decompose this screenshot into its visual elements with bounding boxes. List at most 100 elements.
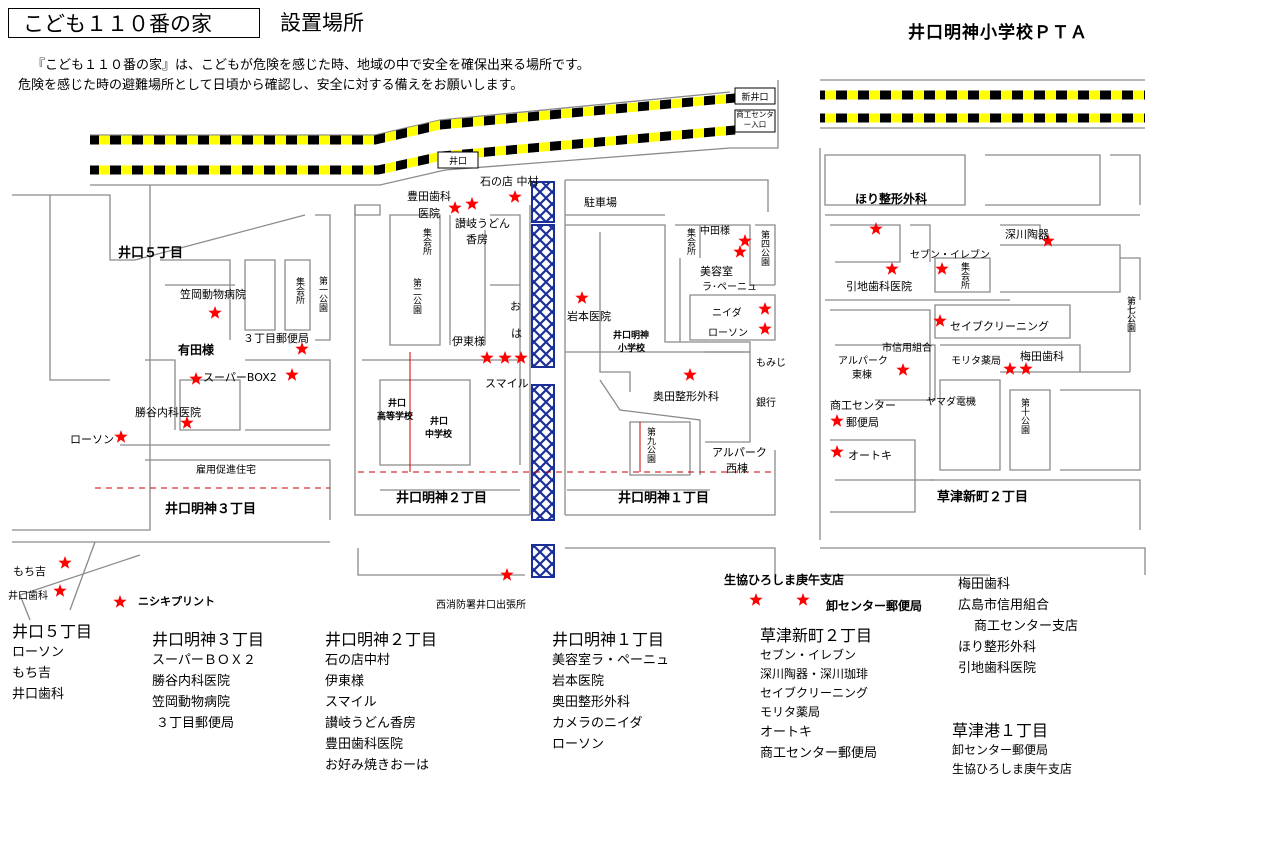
refuge-star-icon xyxy=(285,368,299,381)
label-park-9: 第九公園 xyxy=(645,427,655,463)
label-nishiki: ニシキプリント xyxy=(138,595,215,608)
list-item: 生協ひろしま庚午支店 xyxy=(952,762,1073,776)
list-item: 伊東様 xyxy=(325,674,365,689)
label-hs: 井口 xyxy=(388,399,407,409)
refuge-star-icon xyxy=(1019,362,1033,375)
label-ginko: 銀行 xyxy=(756,398,776,409)
label-park-2: 第二公園 xyxy=(411,278,421,314)
list-title: 草津港１丁目 xyxy=(952,721,1049,740)
label-lawson-1: ローソン xyxy=(708,328,748,339)
label-ishinomise: 石の店 中村 xyxy=(480,175,539,188)
page-title: こども１１０番の家 xyxy=(8,8,260,38)
station-inokuchi: 井口 xyxy=(449,155,467,167)
label-fukagawa: 深川陶器 xyxy=(1005,228,1049,241)
list-item: 笠岡動物病院 xyxy=(152,695,231,710)
list-item: 広島市信用組合 xyxy=(958,598,1050,613)
label-iwamoto: 岩本医院 xyxy=(567,310,611,323)
label-parking: 駐車場 xyxy=(584,196,617,209)
label-shogakko: 小学校 xyxy=(618,344,646,354)
refuge-star-icon xyxy=(53,584,67,597)
list-extra: 梅田歯科 広島市信用組合 商工センター支店 ほり整形外科 引地歯科医院 xyxy=(958,574,1078,679)
refuge-star-icon xyxy=(58,556,72,569)
list-item: カメラのニイダ xyxy=(552,716,643,731)
list-item: 石の店中村 xyxy=(325,653,391,668)
list-item: 深川陶器・深川珈琲 xyxy=(760,667,869,681)
label-lawson-2: ローソン xyxy=(70,433,114,446)
label-kasaoka: 笠岡動物病院 xyxy=(180,288,246,301)
list-item: 奥田整形外科 xyxy=(552,695,631,710)
refuge-star-icon xyxy=(830,414,844,427)
list-item: お好み焼きおーは xyxy=(325,758,430,773)
label-moritapharm: モリタ薬局 xyxy=(951,356,1001,367)
district-label-myojin3: 井口明神３丁目 xyxy=(165,502,257,517)
refuge-star-icon xyxy=(830,445,844,458)
refuge-star-icon xyxy=(683,368,697,381)
label-park-7: 第七公園 xyxy=(1125,296,1135,332)
refuge-star-icon xyxy=(733,245,747,258)
list-kusatsu2: 草津新町２丁目 セブン・イレブン 深川陶器・深川珈琲 セイブクリーニング モリタ… xyxy=(760,622,877,764)
label-kobo: 香房 xyxy=(466,233,488,246)
list-item: スーパーＢＯＸ２ xyxy=(152,653,256,668)
label-yubinkyoku: 郵便局 xyxy=(846,416,879,429)
refuge-star-icon xyxy=(448,201,462,214)
refuge-star-icon xyxy=(189,372,203,385)
refuge-star-icon xyxy=(749,593,763,606)
refuge-star-icon xyxy=(738,234,752,247)
list-item: ローソン xyxy=(12,645,65,660)
label-shoko-post: 商工センター xyxy=(830,399,896,412)
label-shinyo: 市信用組合 xyxy=(882,343,932,354)
label-katsuya: 勝谷内科医院 xyxy=(135,406,201,419)
label-hikiji: 引地歯科医院 xyxy=(846,280,912,293)
refuge-star-icon xyxy=(114,430,128,443)
label-oroshi-post: 卸センター郵便局 xyxy=(826,599,923,613)
label-jhs: 井口 xyxy=(430,417,449,427)
label-biyoushitsu: 美容室 xyxy=(700,265,733,278)
label-iin: 医院 xyxy=(418,207,440,220)
list-myojin3: 井口明神３丁目 スーパーＢＯＸ２ 勝谷内科医院 笠岡動物病院 ３丁目郵便局 xyxy=(152,626,264,734)
label-nishida: ニイダ xyxy=(712,308,742,319)
list-item: 井口歯科 xyxy=(12,687,65,702)
refuge-star-icon xyxy=(465,197,479,210)
railway-line xyxy=(90,90,1145,175)
expressway xyxy=(531,181,555,578)
label-oha-2: は xyxy=(511,327,522,340)
organization-label: 井口明神小学校ＰＴＡ xyxy=(908,23,1088,43)
list-item: セイブクリーニング xyxy=(760,686,869,700)
list-item: オートキ xyxy=(760,725,813,740)
refuge-star-icon xyxy=(480,351,494,364)
label-post3: ３丁目郵便局 xyxy=(243,332,309,345)
list-item: ３丁目郵便局 xyxy=(156,716,235,731)
label-ito: 伊東様 xyxy=(452,335,485,348)
label-hs-2: 高等学校 xyxy=(377,412,414,422)
intro-line-2: 危険を感じた時の避難場所として日頃から確認し、安全に対する備えをお願いします。 xyxy=(18,78,524,93)
station-shin-inokuchi: 新井口 xyxy=(741,91,768,103)
refuge-markers xyxy=(53,190,1055,608)
list-title: 井口明神１丁目 xyxy=(552,630,665,649)
refuge-star-icon xyxy=(885,262,899,275)
label-alvark-west: アルパーク xyxy=(712,446,767,459)
refuge-star-icon xyxy=(933,314,947,327)
label-jhs-2: 中学校 xyxy=(425,430,453,440)
label-seven: セブン・イレブン xyxy=(910,250,990,261)
list-item: スマイル xyxy=(325,695,377,710)
label-toto: 東棟 xyxy=(852,370,872,381)
list-item: 美容室ラ・ペーニュ xyxy=(552,653,670,668)
refuge-star-icon xyxy=(1003,362,1017,375)
refuge-star-icon xyxy=(295,342,309,355)
label-rapenyu: ラ･ペーニュ xyxy=(702,282,757,293)
label-park-4: 第四公園 xyxy=(759,230,769,266)
refuge-star-icon xyxy=(514,351,528,364)
refuge-star-icon xyxy=(208,306,222,319)
station-shoko-center: 商工センター入口 xyxy=(736,110,774,129)
list-myojin1: 井口明神１丁目 美容室ラ・ペーニュ 岩本医院 奥田整形外科 カメラのニイダ ロー… xyxy=(552,626,669,755)
label-umeda: 梅田歯科 xyxy=(1020,350,1064,363)
label-mochikichi: もち吉 xyxy=(13,565,46,578)
refuge-star-icon xyxy=(796,593,810,606)
list-item: 勝谷内科医院 xyxy=(152,674,231,689)
refuge-star-icon xyxy=(180,416,194,429)
label-superbox: スーパーBOX2 xyxy=(203,371,277,384)
refuge-star-icon xyxy=(498,351,512,364)
refuge-star-icon xyxy=(869,222,883,235)
list-item: モリタ薬局 xyxy=(760,705,821,719)
